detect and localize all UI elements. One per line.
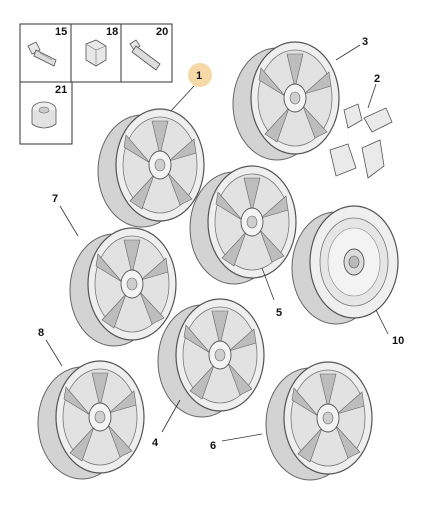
callout-21: 21 <box>55 84 67 96</box>
leader-7 <box>59 205 79 237</box>
center-caps <box>329 103 393 179</box>
leader-3 <box>335 44 361 61</box>
wheel-10 <box>291 205 399 325</box>
callout-10: 10 <box>392 335 404 347</box>
callout-18: 18 <box>106 26 118 38</box>
leader-1 <box>169 85 195 113</box>
callout-1-highlight <box>188 63 212 87</box>
wheel-4 <box>157 298 265 418</box>
callout-4: 4 <box>152 437 159 449</box>
wheel-8 <box>37 360 145 480</box>
callout-20: 20 <box>156 26 168 38</box>
leader-4 <box>161 399 181 433</box>
wheel-6 <box>265 361 373 481</box>
wheel-5 <box>189 165 297 285</box>
wheel-7 <box>69 227 177 347</box>
leader-6 <box>221 433 263 442</box>
callout-2: 2 <box>374 73 380 85</box>
callout-1: 1 <box>196 70 202 82</box>
wheel-3 <box>232 41 340 161</box>
leader-10 <box>375 309 389 335</box>
callout-7: 7 <box>52 193 58 205</box>
lug-nut-icon <box>85 39 107 67</box>
locking-nut-icon <box>31 101 57 129</box>
hardware-box: 15 18 20 21 <box>19 23 173 145</box>
callout-8: 8 <box>38 327 44 339</box>
callout-6: 6 <box>210 440 216 452</box>
callout-15: 15 <box>55 26 67 38</box>
tire-valve-icon <box>129 39 161 71</box>
leader-8 <box>45 339 63 367</box>
callout-5: 5 <box>276 307 282 319</box>
callout-3: 3 <box>362 36 368 48</box>
leader-5 <box>261 267 275 301</box>
wheel-1 <box>97 108 205 228</box>
leader-2 <box>367 83 377 109</box>
wheel-bolt-icon <box>27 41 57 67</box>
